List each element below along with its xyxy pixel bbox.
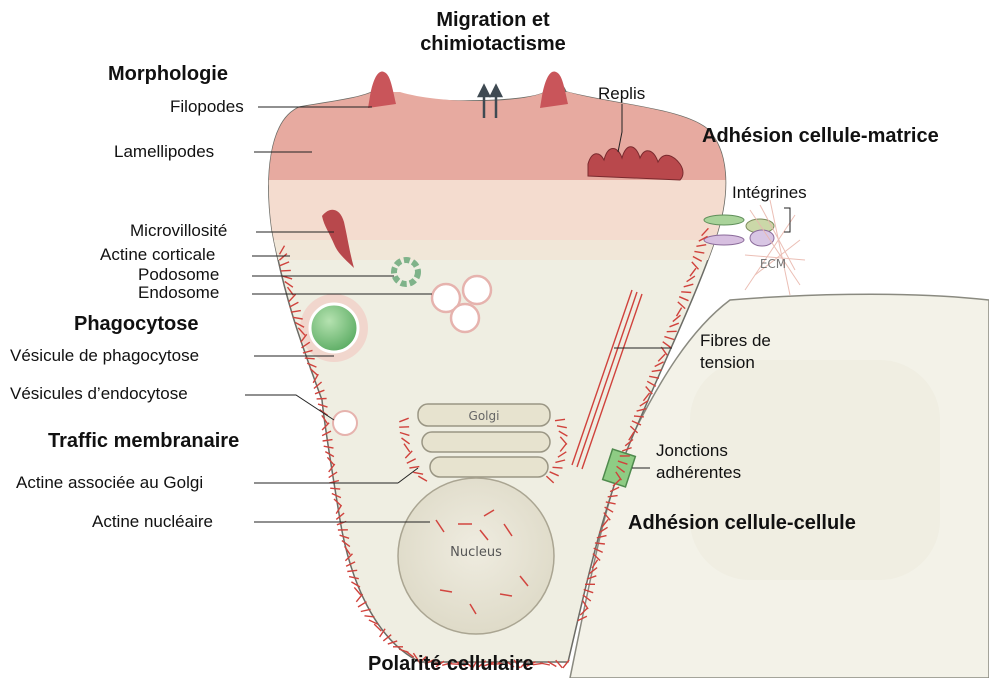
golgi-label: Golgi	[469, 409, 500, 423]
ecm-label: ECM	[760, 257, 786, 271]
label-actine-golgi: Actine associée au Golgi	[16, 473, 203, 493]
actin-filament	[540, 663, 550, 665]
label-vesicules-endo: Vésicules d’endocytose	[10, 384, 188, 404]
actin-filament	[305, 358, 315, 359]
ecm-fibers	[745, 200, 805, 295]
heading-polarite: Polarité cellulaire	[368, 652, 534, 676]
nucleus-label: Nucleus	[450, 545, 502, 560]
actin-filament	[330, 488, 340, 489]
actin-filament	[358, 602, 367, 607]
filopode-left	[368, 72, 396, 108]
label-integrines: Intégrines	[732, 183, 807, 203]
heading-adhesion-cellule: Adhésion cellule-cellule	[628, 511, 856, 535]
label-replis: Replis	[598, 84, 645, 104]
endocytosis-vesicle	[333, 411, 357, 435]
heading-morphologie: Morphologie	[108, 62, 228, 86]
label-lamellipodes: Lamellipodes	[114, 142, 214, 162]
phagocytosis-vesicle	[310, 304, 358, 352]
heading-traffic: Traffic membranaire	[48, 429, 239, 453]
label-actine-corticale: Actine corticale	[100, 245, 215, 265]
actin-filament	[356, 594, 362, 602]
actin-filament	[281, 270, 291, 271]
label-actine-nucleaire: Actine nucléaire	[92, 512, 213, 532]
heading-adhesion-matrice: Adhésion cellule-matrice	[702, 124, 939, 148]
label-jonctions: Jonctions adhérentes	[656, 440, 741, 484]
heading-phagocytose: Phagocytose	[74, 312, 198, 336]
actin-filament	[681, 292, 691, 293]
actin-filament	[553, 467, 563, 468]
label-filopodes: Filopodes	[170, 97, 244, 117]
label-microvillosite: Microvillosité	[130, 221, 227, 241]
label-vesicule-phago: Vésicule de phagocytose	[10, 346, 199, 366]
label-fibres-tension: Fibres de tension	[700, 330, 771, 374]
actin-filament	[634, 416, 644, 417]
label-podosome: Podosome	[138, 265, 219, 285]
label-endosome: Endosome	[138, 283, 219, 303]
heading-migration: Migration et chimiotactisme	[388, 8, 598, 56]
filopode-right	[540, 72, 568, 108]
